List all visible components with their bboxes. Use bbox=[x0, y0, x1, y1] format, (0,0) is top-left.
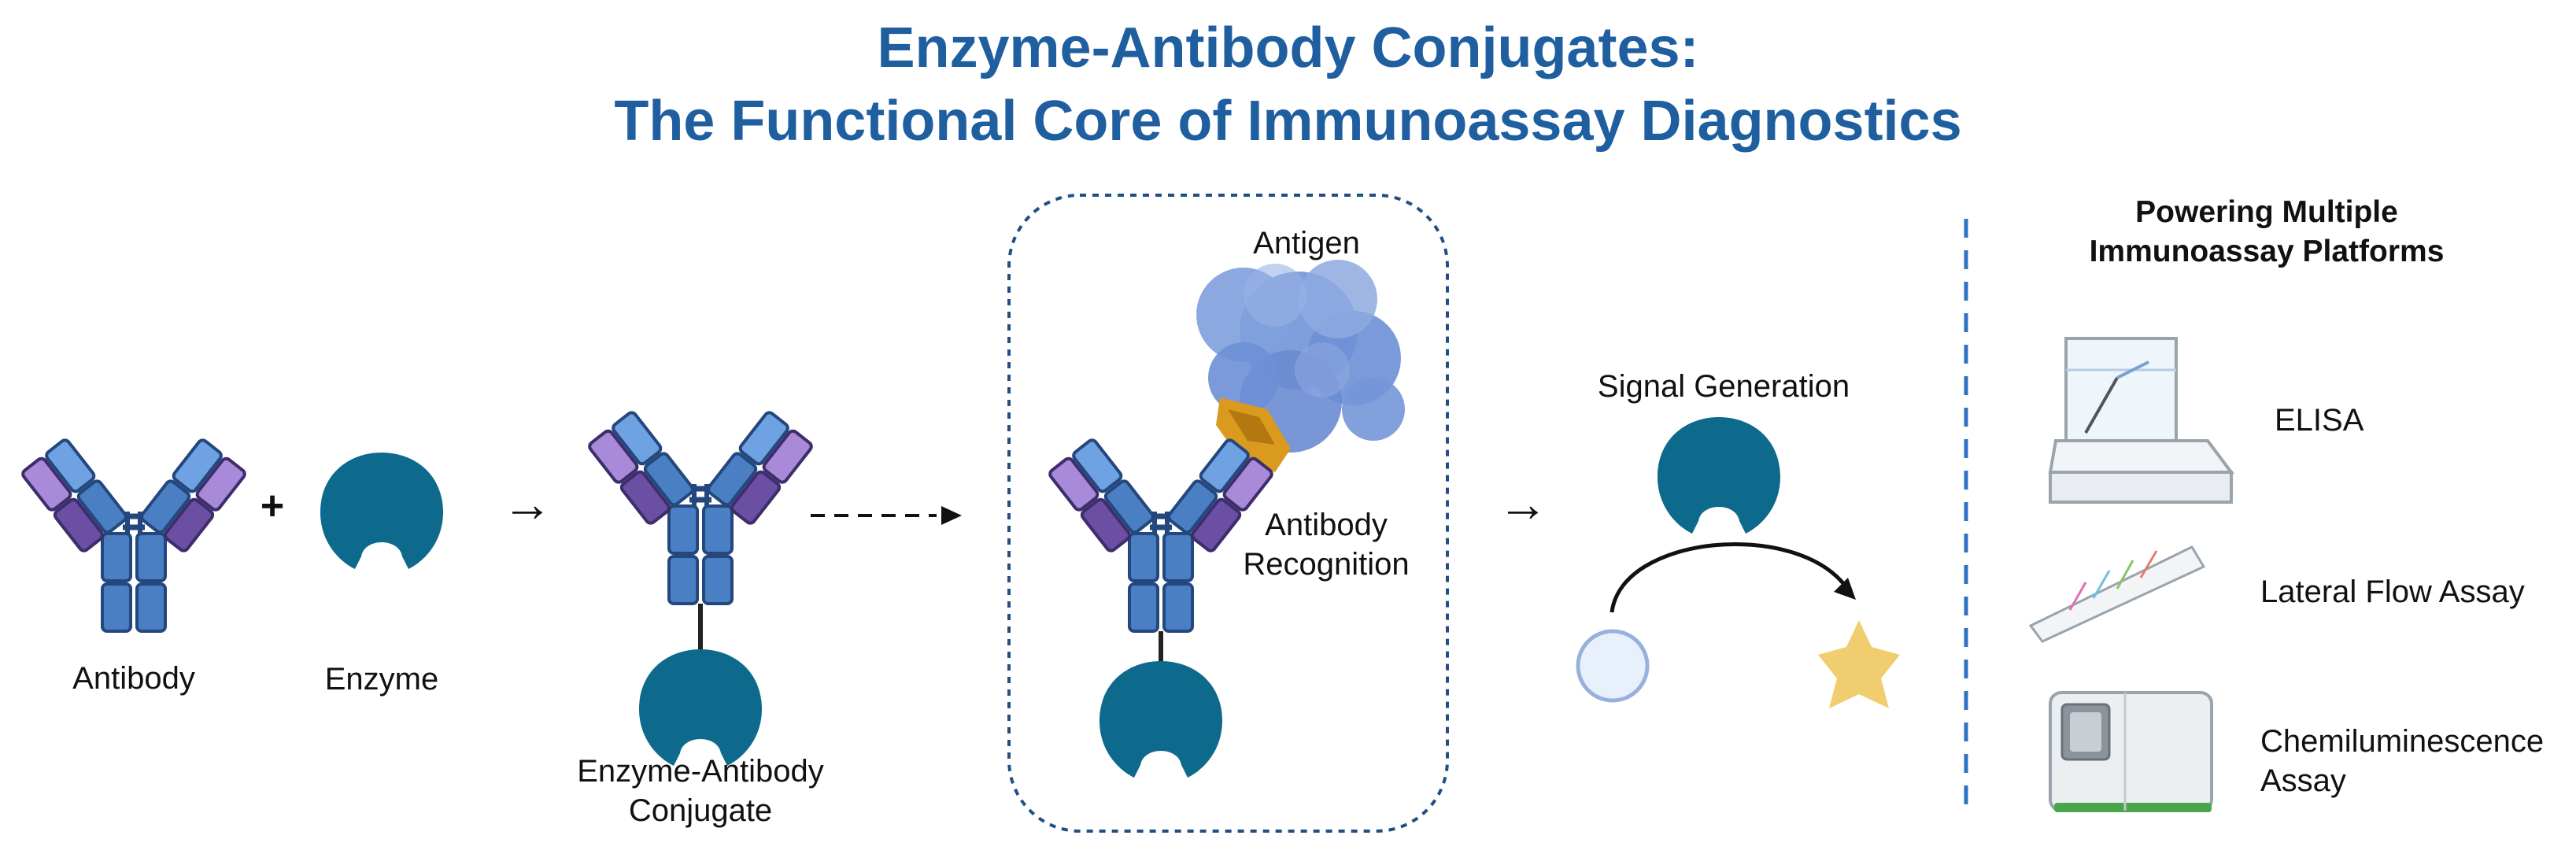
platform-label-elisa: ELISA bbox=[2275, 403, 2364, 438]
enzyme-label: Enzyme bbox=[324, 662, 439, 697]
conjugate-label-line2: Conjugate bbox=[628, 793, 773, 828]
elisa-plate-icon bbox=[2048, 337, 2234, 504]
enzyme-icon bbox=[320, 453, 443, 569]
platform-label-chemiluminescence-line1: Chemiluminescence bbox=[2260, 724, 2545, 759]
conjugate-antibody-icon bbox=[588, 411, 813, 604]
antigen-label: Antigen bbox=[1253, 226, 1360, 261]
substrate-icon bbox=[1576, 629, 1650, 703]
plus-sign: + bbox=[260, 483, 285, 529]
chemiluminescence-analyzer-icon bbox=[2049, 691, 2213, 812]
antigen-icon bbox=[1196, 260, 1405, 453]
recognition-label-line1: Antibody bbox=[1265, 508, 1388, 542]
reaction-arrow-head bbox=[1834, 578, 1856, 600]
platforms-heading-line1: Powering Multiple bbox=[2135, 195, 2398, 229]
recognition-box bbox=[1007, 194, 1449, 833]
reaction-arrow bbox=[1610, 541, 1847, 613]
lateral-flow-strip-icon bbox=[2028, 545, 2206, 643]
signal-product-icon bbox=[1818, 620, 1900, 708]
platforms-heading-line2: Immunoassay Platforms bbox=[2089, 235, 2445, 268]
antibody-label: Antibody bbox=[72, 661, 195, 696]
platform-label-lateral-flow: Lateral Flow Assay bbox=[2260, 575, 2525, 609]
recognition-label-line2: Recognition bbox=[1243, 547, 1410, 582]
signal-enzyme-icon bbox=[1658, 417, 1780, 534]
conjugate-label-line1: Enzyme-Antibody bbox=[577, 754, 824, 789]
recognition-enzyme-icon bbox=[1100, 661, 1222, 778]
platform-label-chemiluminescence-line2: Assay bbox=[2260, 763, 2346, 798]
page-title: Enzyme-Antibody Conjugates: bbox=[877, 17, 1699, 79]
conjugate-enzyme-icon bbox=[639, 649, 762, 766]
antibody-icon bbox=[21, 438, 246, 631]
arrow-to-signal: → bbox=[1498, 475, 1548, 532]
page-subtitle: The Functional Core of Immunoassay Diagn… bbox=[614, 90, 1962, 153]
epitope-icon bbox=[1216, 397, 1291, 472]
dashed-arrow-head bbox=[941, 506, 962, 525]
signal-generation-label: Signal Generation bbox=[1597, 369, 1850, 404]
arrow-to-conjugate: → bbox=[502, 475, 553, 532]
